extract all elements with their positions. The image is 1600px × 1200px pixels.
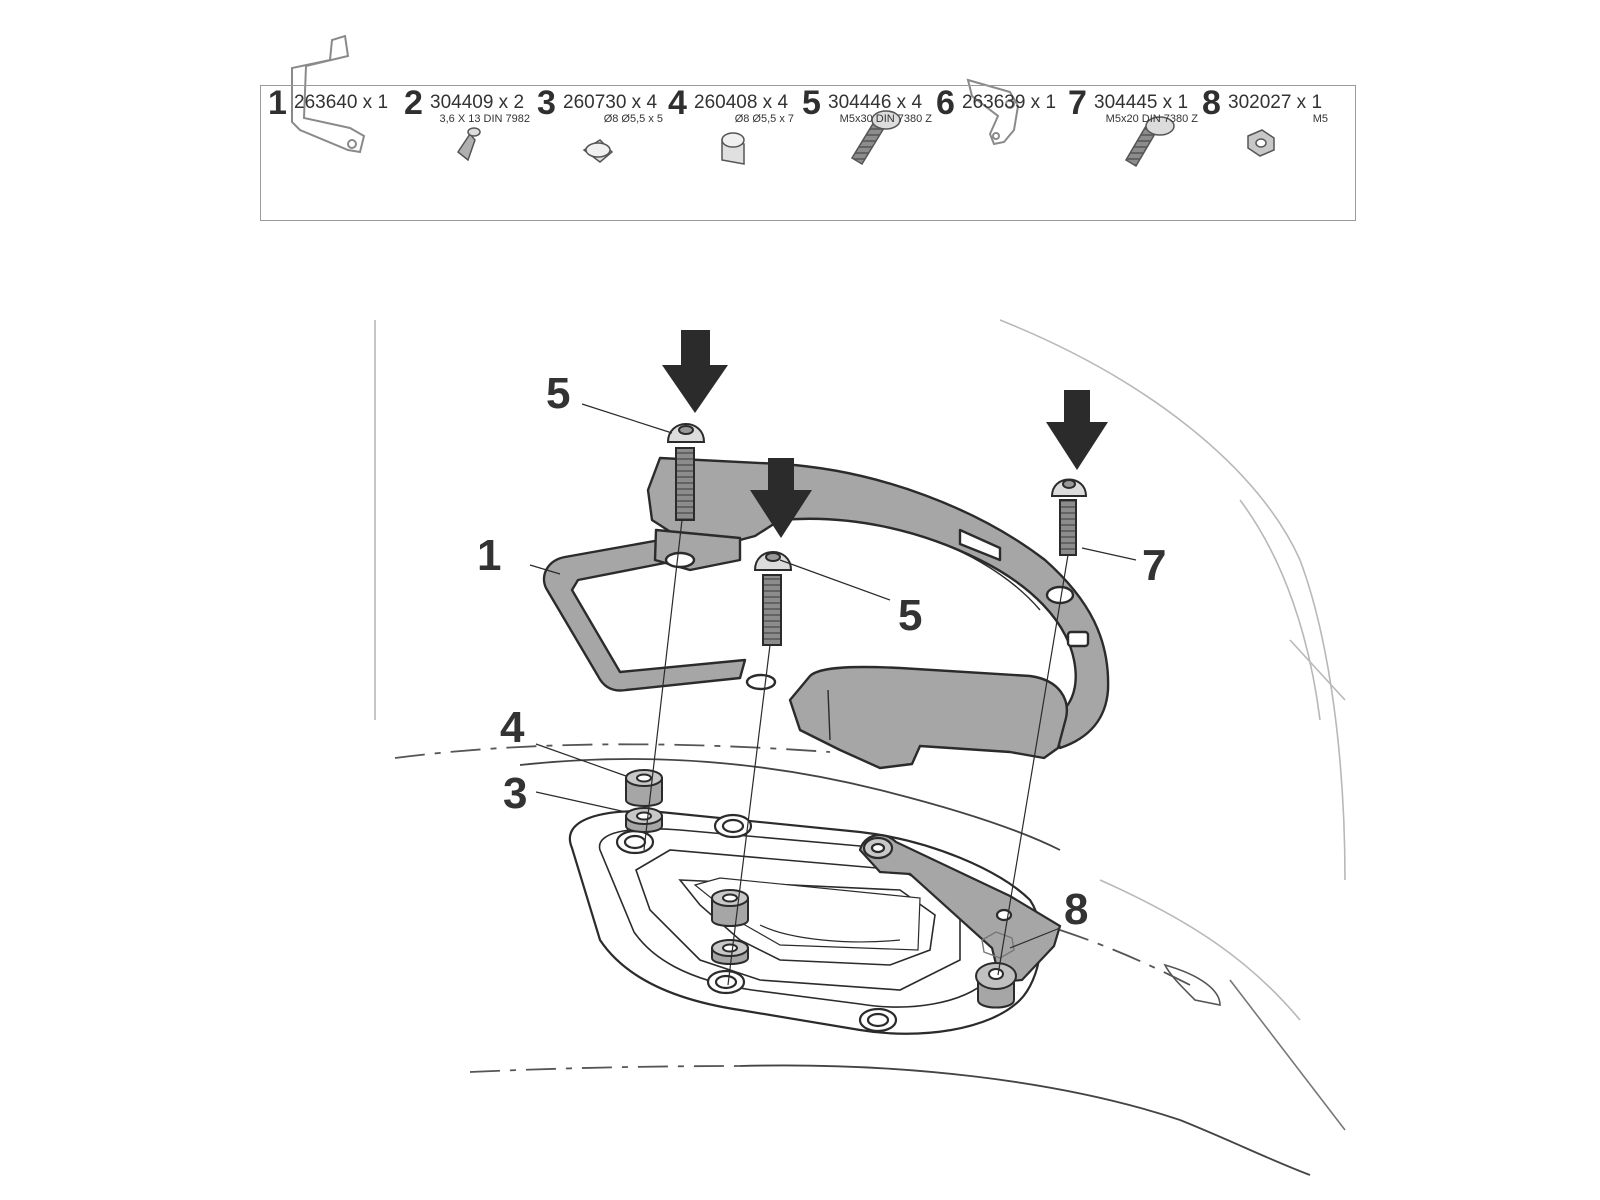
tank-contour-lines [519,758,1311,1176]
part-spec: M5x20 DIN 7380 Z [1105,113,1198,125]
callout-7-bolt: 7 [1142,541,1167,590]
part-number: 7 [1068,84,1087,122]
bottom-right-spacer [975,962,1017,1009]
part-6-plate-thumbnail [966,78,1020,146]
part-code: 263640 x 1 [294,92,389,113]
part-code: 304446 x 4 [828,92,923,113]
part-code: 260408 x 4 [694,92,789,113]
part-code: 263639 x 1 [962,92,1057,113]
bolt-5-center [753,551,793,646]
part-2-screw-thumbnail [456,127,481,162]
spacer-3-left [625,807,663,833]
bolt-5-left [666,423,706,521]
part-spec: M5 [1312,113,1328,125]
arrow-down-icon [750,458,812,538]
part-spec: M5x30 DIN 7380 Z [839,113,932,125]
tank-filler-ring [568,810,1042,1035]
callout-1-bracket: 1 [477,531,502,580]
callout-5-left-bolt: 5 [546,369,571,418]
part-code: 304409 x 2 [430,92,525,113]
part-3-spacer-thumbnail [582,139,614,163]
part-1-tank-bracket [542,456,1110,770]
part-7-bolt-thumbnail [1124,116,1175,168]
part-number: 8 [1202,84,1221,122]
callout-5-center-bolt: 5 [898,591,923,640]
part-spec: 3,6 X 13 DIN 7982 [439,113,530,125]
callout-3-spacer: 3 [503,769,528,818]
part-number: 4 [668,84,687,122]
part-code: 304445 x 1 [1094,92,1189,113]
arrow-down-icon [662,330,728,413]
part-number: 5 [802,84,821,122]
parts-list-box [260,85,1356,221]
part-spec: Ø8 Ø5,5 x 7 [734,113,794,125]
part-8-nut-thumbnail [1247,129,1275,157]
assembly-guide-lines [643,519,1069,986]
part-5-bolt-thumbnail [850,110,901,166]
spacer-3-center [711,939,749,965]
spacer-4-left [625,769,663,807]
part-6-support-plate [858,833,1062,984]
part-number: 6 [936,84,955,122]
motorcycle-centerline [394,743,1191,1073]
callout-8-nut: 8 [1064,885,1089,934]
callout-4-spacer: 4 [500,703,525,752]
part-number: 1 [268,84,287,122]
part-1-bracket-thumbnail [291,34,366,154]
bolt-7-right [1050,478,1088,556]
part-4-spacer-thumbnail [721,132,745,165]
part-code: 260730 x 4 [563,92,658,113]
part-number: 3 [537,84,556,122]
part-number: 2 [404,84,423,122]
part-spec: Ø8 Ø5,5 x 5 [603,113,663,125]
spacer-4-center [711,889,749,927]
arrow-down-icon [1046,390,1108,470]
part-code: 302027 x 1 [1228,92,1323,113]
callout-leader-lines [529,403,1137,949]
motorcycle-tank-outline [374,319,1346,1131]
